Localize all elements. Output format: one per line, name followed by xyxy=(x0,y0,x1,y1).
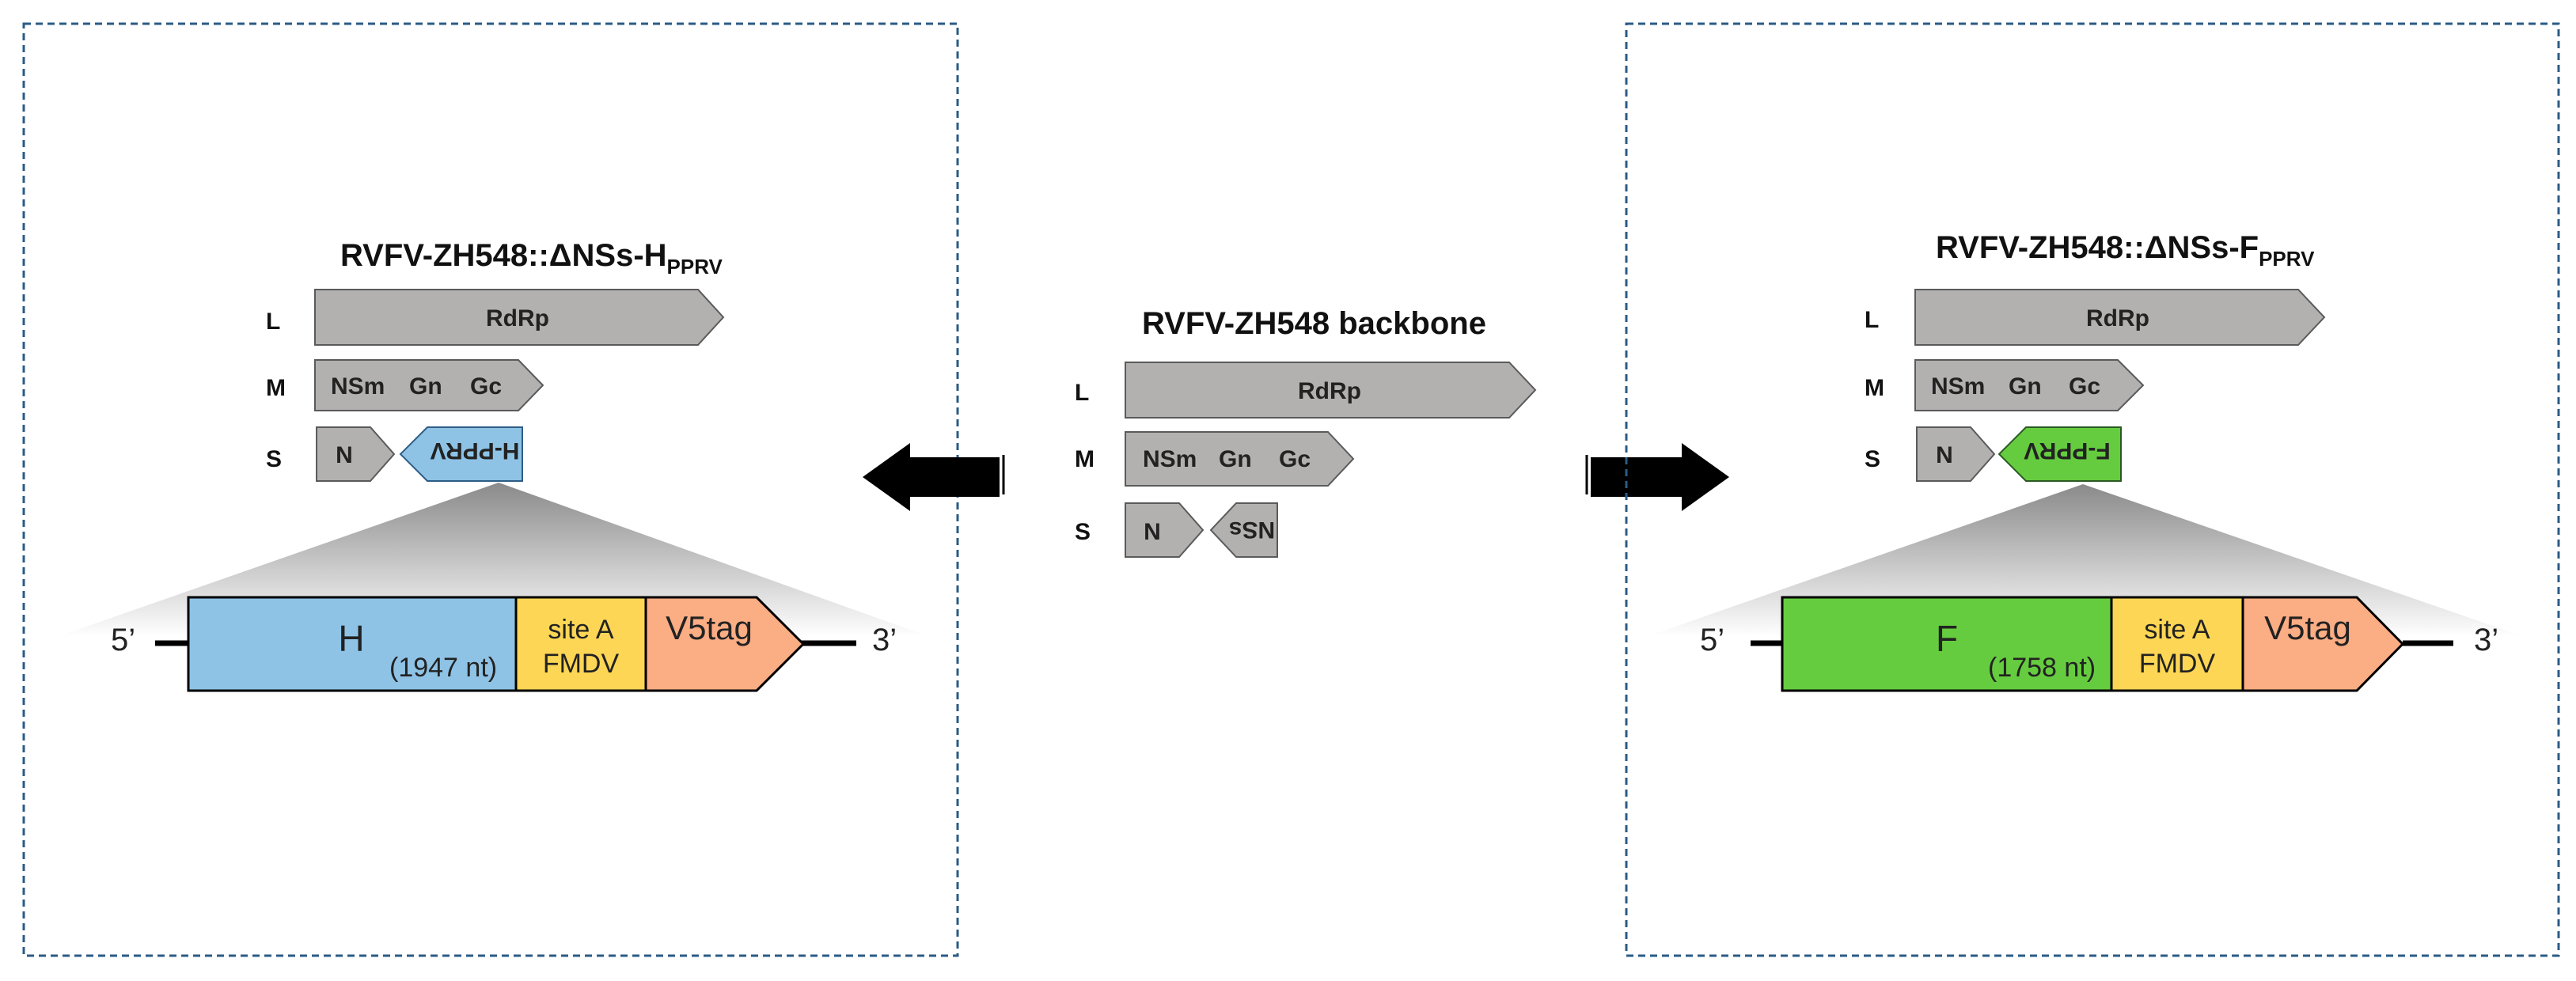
right-v5tag-block xyxy=(2241,596,2405,692)
right-nsm-label: NSm xyxy=(1931,373,1985,400)
h-pprv-insert-label: H-PPRV xyxy=(431,437,520,464)
right-rdrp-label: RdRp xyxy=(2086,305,2149,331)
M-segment-glycoprotein-gene: NSm Gn Gc xyxy=(314,359,544,411)
rdrp-label: RdRp xyxy=(486,305,549,331)
right-segment-label-S: S xyxy=(1865,446,1880,472)
L-segment-rdrp-gene: RdRp xyxy=(314,289,725,346)
right-n-label: N xyxy=(1936,442,1953,468)
S-segment-f-pprv-insert: F-PPRV xyxy=(1997,426,2122,482)
center-gc-label: Gc xyxy=(1279,446,1311,472)
center-S-segment-n-gene: N xyxy=(1125,502,1205,558)
S-segment-n-gene: N xyxy=(316,426,396,482)
left-fmdv-label: FMDV xyxy=(543,649,620,679)
left-panel-border xyxy=(22,22,959,957)
right-v5tag-label: V5tag xyxy=(2264,609,2351,646)
center-nsm-label: NSm xyxy=(1143,446,1197,472)
right-panel: RVFV-ZH548::ΔNSs-FPPRV L RdRp M NSm Gn G… xyxy=(1625,22,2560,957)
h-gene-label: H xyxy=(338,618,364,659)
right-S-segment-n-gene: N xyxy=(1916,426,1996,482)
right-fmdv-site-block xyxy=(2110,596,2244,692)
left-five-prime-label: 5’ xyxy=(111,623,135,657)
right-panel-title-subscript: PPRV xyxy=(2259,247,2315,271)
left-v5tag-label: V5tag xyxy=(666,609,753,646)
center-n-label: N xyxy=(1144,519,1161,545)
right-three-prime-label: 3’ xyxy=(2474,623,2498,657)
right-panel-title: RVFV-ZH548::ΔNSs-FPPRV xyxy=(1936,230,2315,271)
left-expression-cassette: 5’ 3’ H (1947 nt) site A FMDV V5tag xyxy=(111,596,897,692)
center-segment-label-S: S xyxy=(1075,519,1091,545)
right-arrow xyxy=(1585,443,1729,511)
center-L-segment-rdrp-gene: RdRp xyxy=(1125,362,1537,419)
right-fmdv-label: FMDV xyxy=(2139,649,2216,679)
right-L-segment-rdrp-gene: RdRp xyxy=(1914,289,2326,346)
left-fmdv-site-block xyxy=(514,596,647,692)
f-gene-label: F xyxy=(1936,618,1958,659)
center-gn-label: Gn xyxy=(1219,446,1252,472)
nsm-label: NSm xyxy=(331,373,385,400)
right-five-prime-label: 5’ xyxy=(1700,623,1724,657)
right-gc-label: Gc xyxy=(2069,373,2100,400)
segment-label-S: S xyxy=(266,446,282,472)
left-site-a-label: site A xyxy=(548,615,613,645)
right-segment-label-L: L xyxy=(1865,307,1879,333)
right-M-segment-glycoprotein-gene: NSm Gn Gc xyxy=(1914,359,2145,411)
n-label: N xyxy=(336,442,353,468)
backbone-title: RVFV-ZH548 backbone xyxy=(1142,306,1486,341)
f-gene-length: (1758 nt) xyxy=(1988,653,2096,683)
center-S-segment-nss-gene: NSs xyxy=(1209,502,1278,558)
h-gene-block xyxy=(187,596,518,692)
left-panel: RVFV-ZH548::ΔNSs-HPPRV L RdRp M NSm Gn G… xyxy=(22,22,959,957)
gc-label: Gc xyxy=(470,373,502,400)
right-expression-cassette: 5’ 3’ F (1758 nt) site A FMDV V5tag xyxy=(1700,596,2498,692)
segment-label-L: L xyxy=(266,309,280,335)
right-panel-border xyxy=(1625,22,2560,957)
center-rdrp-label: RdRp xyxy=(1298,378,1361,404)
left-three-prime-label: 3’ xyxy=(872,623,897,657)
center-M-segment-glycoprotein-gene: NSm Gn Gc xyxy=(1125,431,1355,487)
gn-label: Gn xyxy=(409,373,442,400)
left-v5tag-block xyxy=(644,596,806,692)
right-segment-label-M: M xyxy=(1865,375,1884,401)
center-segment-label-M: M xyxy=(1075,446,1095,472)
right-site-a-label: site A xyxy=(2144,615,2210,645)
nss-label: NSs xyxy=(1229,517,1275,543)
center-segment-label-L: L xyxy=(1075,380,1089,406)
S-segment-h-pprv-insert: H-PPRV xyxy=(399,426,523,482)
center-panel: RVFV-ZH548 backbone L RdRp M NSm Gn Gc S… xyxy=(1075,306,1537,558)
f-gene-block xyxy=(1781,596,2113,692)
left-arrow xyxy=(863,443,1005,511)
right-gn-label: Gn xyxy=(2009,373,2042,400)
f-pprv-insert-label: F-PPRV xyxy=(2024,437,2110,464)
segment-label-M: M xyxy=(266,375,286,401)
left-panel-title: RVFV-ZH548::ΔNSs-HPPRV xyxy=(340,238,723,278)
left-panel-title-subscript: PPRV xyxy=(667,255,723,278)
h-gene-length: (1947 nt) xyxy=(389,653,497,683)
